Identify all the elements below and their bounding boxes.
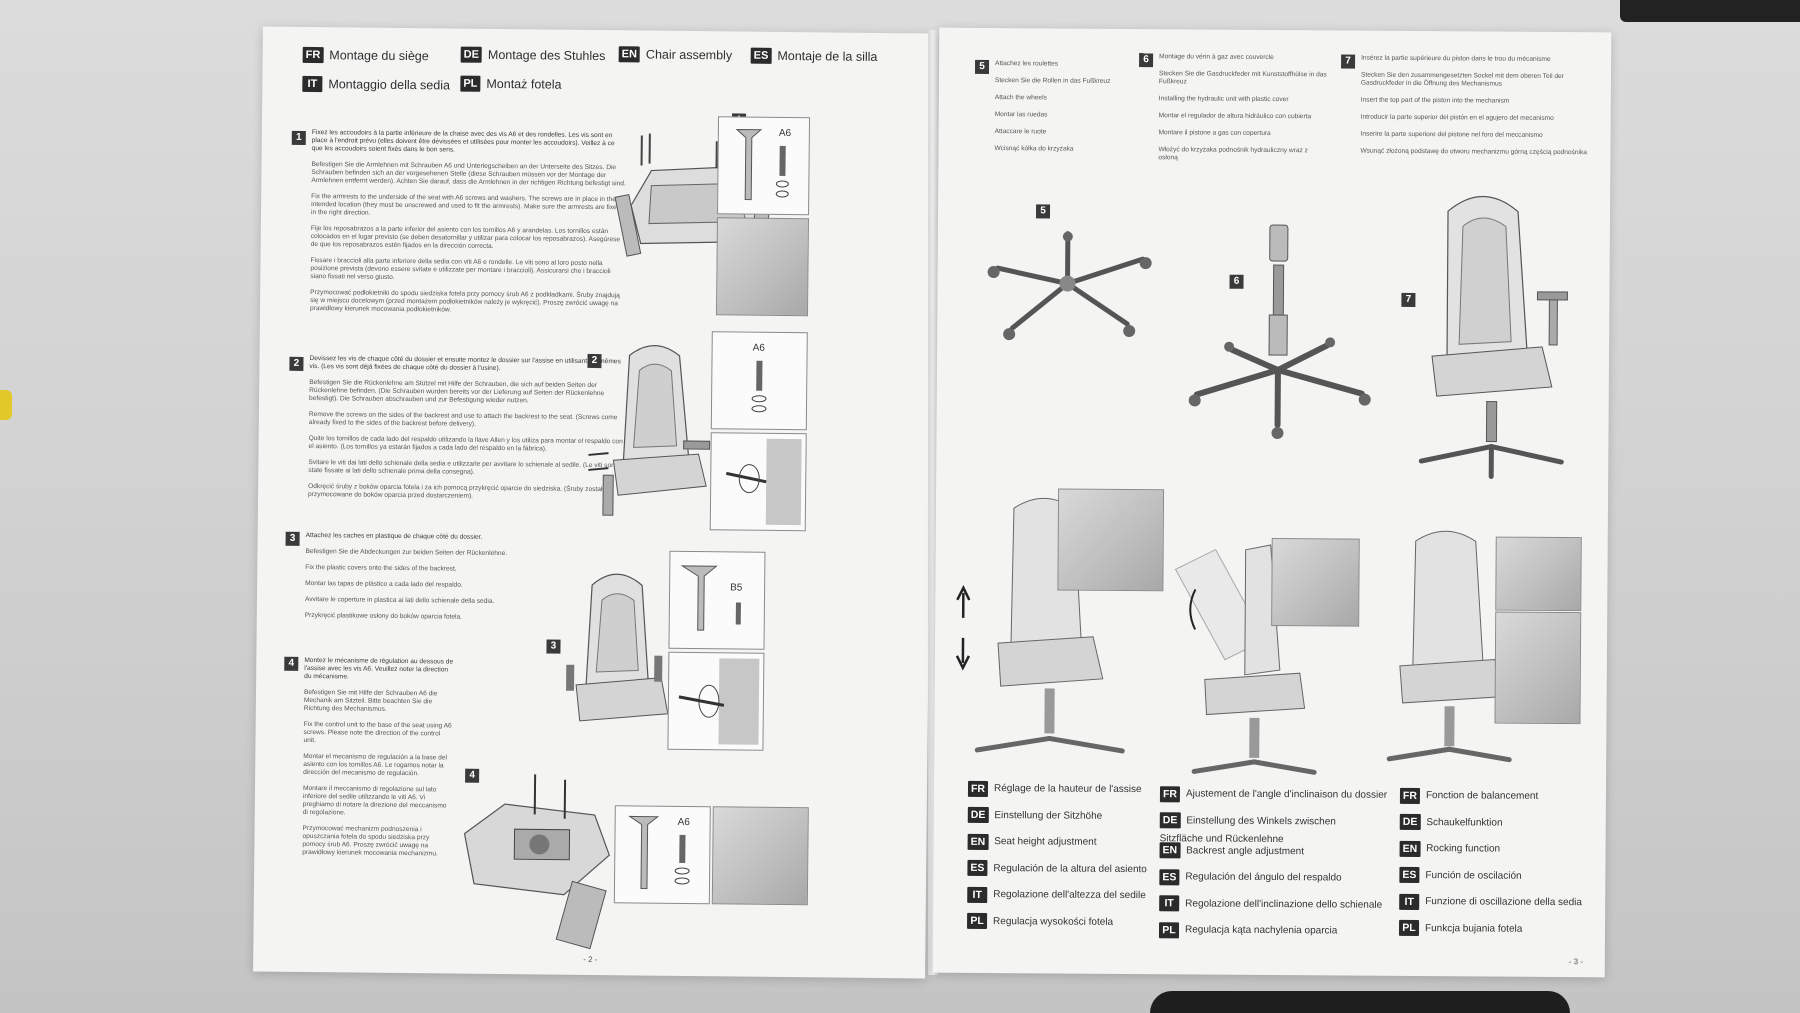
chair-cover-illustration (566, 573, 669, 722)
language-code: PL (460, 75, 481, 92)
page-number: - 2 - (583, 954, 598, 965)
detail-photo-frame (1494, 611, 1582, 725)
step-6-text: Montage du vérin à gaz avec couvercle St… (1158, 53, 1327, 162)
screw-washer-icon (735, 128, 789, 201)
manual-page-right: 5 Attachez les roulettes Stecken Sie die… (932, 27, 1612, 978)
step-number: 7 (1341, 54, 1356, 69)
page-number: - 3 - (1568, 957, 1584, 967)
detail-photo-frame (1271, 537, 1360, 627)
parts-detail-frame: A6 (710, 331, 808, 431)
step-5-text: Attachez les roulettes Stecken Sie die R… (994, 60, 1111, 153)
cover-detail (678, 658, 760, 745)
detail-photo-frame (667, 651, 765, 751)
screw-washer-icon (751, 360, 767, 413)
backrest-illustration (588, 345, 711, 516)
step-7-text: Insérez la partie supérieure du piston d… (1360, 54, 1587, 157)
star-base-wheels-illustration (987, 231, 1152, 341)
step-number: 1 (291, 130, 306, 145)
step-number: 4 (284, 656, 299, 671)
gas-lift-illustration (1188, 224, 1371, 440)
assembled-chair-illustration (1418, 195, 1568, 480)
step-number: 2 (289, 356, 304, 371)
screw-icon (680, 565, 741, 631)
step-4-text: Montez le mécanisme de régulation au des… (302, 656, 454, 858)
backrest-angle-illustration (1174, 544, 1317, 775)
parts-detail-frame: A6 (717, 116, 811, 216)
detail-photo-frame (715, 217, 809, 317)
detail-photo-frame (709, 432, 807, 532)
step-number: 6 (1139, 53, 1154, 68)
detail-photo-frame (711, 806, 809, 906)
allen-key-detail (726, 438, 802, 526)
step-1-text: Fixez les accoudoirs à la partie inférie… (309, 129, 626, 314)
mechanism-illustration (463, 774, 611, 950)
background-object (1620, 0, 1800, 22)
language-code: ES (750, 47, 772, 64)
language-code: IT (302, 75, 323, 93)
language-code: FR (302, 46, 324, 64)
rocking-illustration (1386, 530, 1512, 763)
parts-detail-frame: B5 (668, 550, 766, 650)
screw-washer-icon (628, 815, 690, 890)
background-shadow (1150, 991, 1570, 1013)
detail-photo-frame (1495, 536, 1582, 612)
parts-detail-frame: A6 (613, 805, 711, 905)
step-number: 3 (285, 531, 300, 546)
language-code: EN (618, 46, 641, 63)
language-code: DE (460, 46, 483, 63)
step-2-text: Devissez les vis de chaque côté du dossi… (308, 355, 623, 500)
figure-number: 5 (1035, 204, 1051, 219)
step-number: 5 (974, 59, 990, 75)
background-object (0, 390, 12, 420)
book-gutter (928, 30, 938, 975)
